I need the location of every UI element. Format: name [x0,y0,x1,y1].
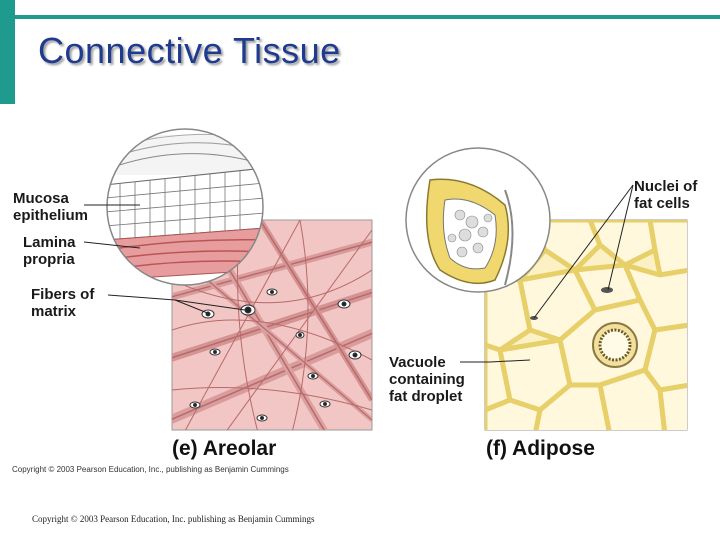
nucleus-dot [601,287,613,293]
slide-title: Connective Tissue [38,30,341,71]
adipose-inset-circle [405,147,551,293]
label-line: epithelium [13,207,89,224]
figure-copyright: Copyright © 2003 Pearson Education, Inc.… [12,465,289,474]
label-mucosa-epithelium: Mucosa epithelium [13,190,88,224]
label-line: matrix [31,303,77,320]
label-fibers-of-matrix: Fibers of matrix [31,286,94,320]
label-line: fat cells [634,195,690,212]
label-line: propria [23,251,75,268]
label-line: Lamina [23,234,76,251]
label-vacuole: Vacuole containing fat droplet [389,354,465,405]
fat-cell-nucleus [592,322,638,368]
label-line: Fibers of [31,286,95,303]
accent-bar-horizontal [15,15,720,19]
label-line: containing [389,371,465,388]
label-line: Nuclei of [634,178,698,195]
label-nuclei-of-fat-cells: Nuclei of fat cells [634,178,697,212]
leader-lines [83,184,634,363]
label-line: Vacuole [389,354,446,371]
footer-copyright: Copyright © 2003 Pearson Education, Inc.… [32,514,315,524]
epithelium-layer [107,167,263,241]
fat-cells [485,220,687,430]
accent-bar-vertical [0,0,15,104]
caption-areolar: (e) Areolar [172,437,277,460]
label-lamina-propria: Lamina propria [23,234,76,268]
label-line: Mucosa [13,190,69,207]
caption-adipose: (f) Adipose [486,437,595,460]
label-line: fat droplet [389,388,463,405]
